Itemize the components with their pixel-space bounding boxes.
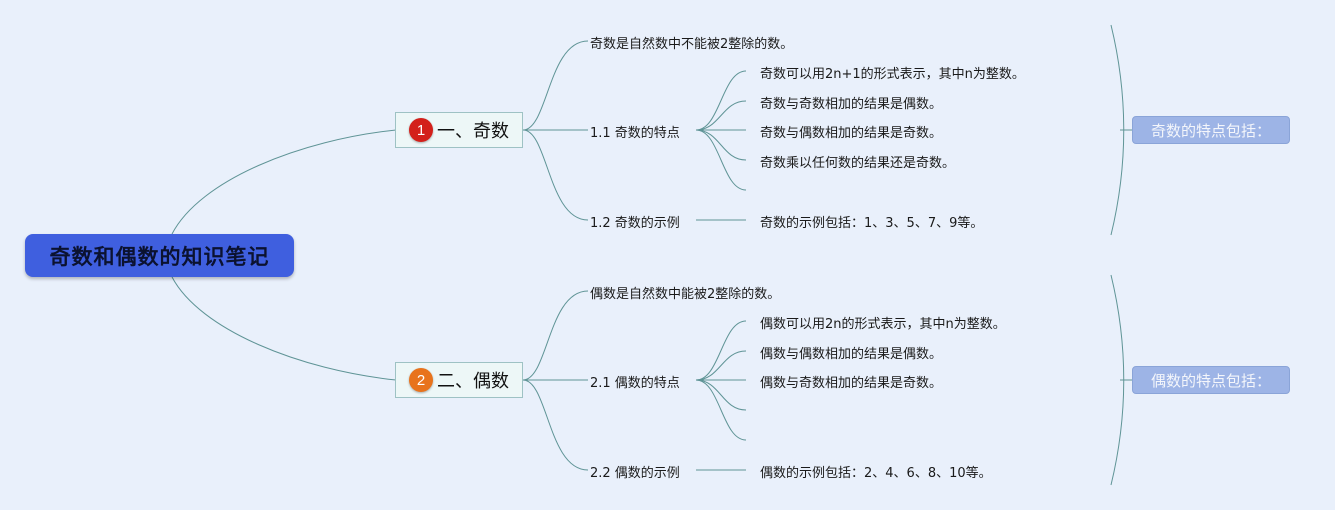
even-examples-text[interactable]: 偶数的示例包括：2、4、6、8、10等。 [760, 466, 992, 481]
branch-title: 二、偶数 [437, 371, 509, 392]
odd-feature-item[interactable]: 奇数与奇数相加的结果是偶数。 [760, 97, 943, 112]
even-definition[interactable]: 偶数是自然数中能被2整除的数。 [590, 287, 781, 302]
priority-2-icon: 2 [409, 368, 433, 392]
branch-node-odd[interactable]: 1 一、奇数 [395, 112, 523, 148]
branch-node-even[interactable]: 2 二、偶数 [395, 362, 523, 398]
root-title: 奇数和偶数的知识笔记 [49, 244, 270, 269]
even-examples-topic[interactable]: 2.2 偶数的示例 [590, 466, 680, 481]
summary-label: 奇数的特点包括： [1150, 121, 1271, 140]
even-feature-item[interactable]: 偶数可以用2n的形式表示，其中n为整数。 [760, 317, 1006, 332]
odd-summary-node[interactable]: 奇数的特点包括： [1132, 116, 1290, 144]
priority-1-icon: 1 [409, 118, 433, 142]
odd-examples-topic[interactable]: 1.2 奇数的示例 [590, 216, 680, 231]
root-node[interactable]: 奇数和偶数的知识笔记 [25, 234, 294, 277]
summary-label: 偶数的特点包括： [1150, 371, 1271, 390]
odd-feature-item[interactable]: 奇数可以用2n+1的形式表示，其中n为整数。 [760, 67, 1025, 82]
odd-examples-text[interactable]: 奇数的示例包括：1、3、5、7、9等。 [760, 216, 984, 231]
even-feature-item[interactable]: 偶数与偶数相加的结果是偶数。 [760, 347, 943, 362]
even-summary-node[interactable]: 偶数的特点包括： [1132, 366, 1290, 394]
odd-definition[interactable]: 奇数是自然数中不能被2整除的数。 [590, 37, 794, 52]
odd-feature-item[interactable]: 奇数与偶数相加的结果是奇数。 [760, 126, 943, 141]
branch-title: 一、奇数 [437, 121, 509, 142]
even-features-topic[interactable]: 2.1 偶数的特点 [590, 376, 680, 391]
odd-features-topic[interactable]: 1.1 奇数的特点 [590, 126, 680, 141]
odd-feature-item[interactable]: 奇数乘以任何数的结果还是奇数。 [760, 156, 956, 171]
even-feature-item[interactable]: 偶数与奇数相加的结果是奇数。 [760, 376, 943, 391]
